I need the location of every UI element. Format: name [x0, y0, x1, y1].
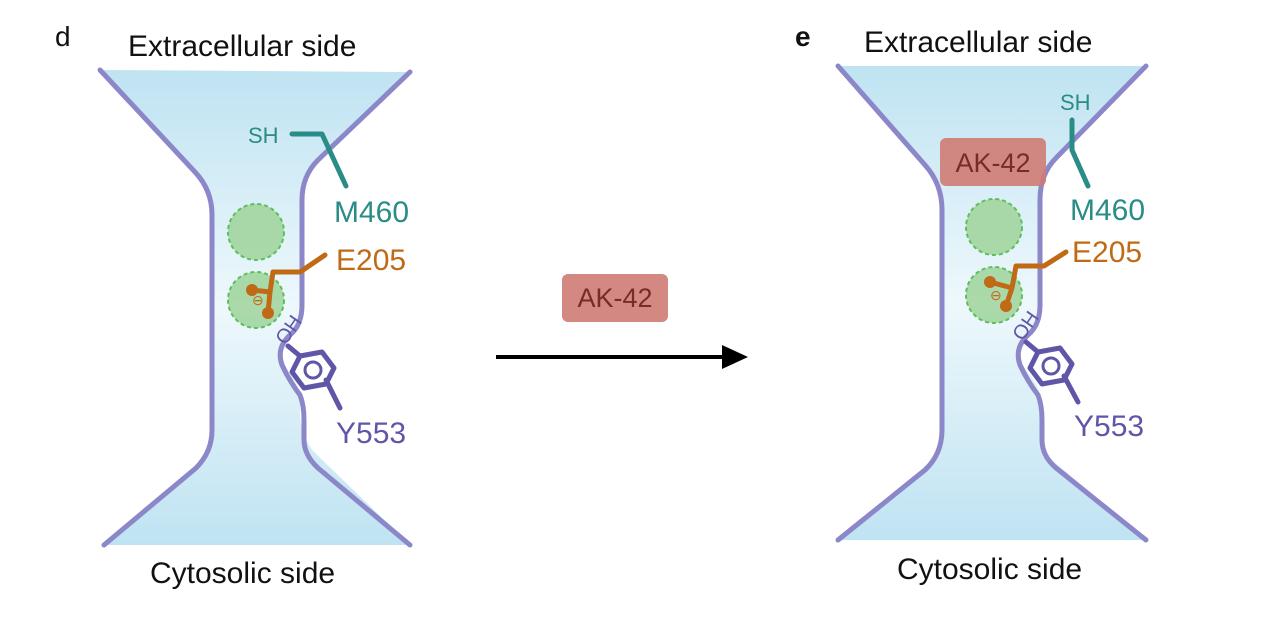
- panel-e-drug-label: AK-42: [955, 148, 1030, 178]
- panel-d-cytosolic-label: Cytosolic side: [150, 557, 335, 590]
- panel-d-letter: d: [55, 21, 71, 52]
- panel-e: e Extracellular side Cytosolic side AK-4…: [795, 21, 1149, 586]
- panel-d-binding-site-upper: [227, 203, 285, 261]
- transition-drug-label: AK-42: [577, 283, 652, 313]
- panel-e-m460-sidechain: [1069, 117, 1091, 189]
- panel-e-e205-label: E205: [1072, 236, 1142, 269]
- panel-d-y553-label: Y553: [336, 417, 406, 450]
- panel-e-phenol-ring-icon: [1027, 345, 1075, 387]
- panel-d-m460-sidechain: [289, 131, 349, 189]
- panel-d-ring-inner-icon: [303, 360, 323, 380]
- right-arrow-icon: [496, 345, 748, 369]
- panel-e-negative-charge-icon: ⊖: [990, 287, 1002, 303]
- panel-e-channel-wall-right: [1015, 63, 1149, 543]
- transition: AK-42: [496, 274, 748, 369]
- panel-d-phenol-ring-icon: [289, 349, 337, 391]
- panel-d-extracellular-label: Extracellular side: [128, 30, 356, 63]
- panel-e-e205-oxygen-1: [984, 276, 996, 288]
- panel-e-cytosolic-label: Cytosolic side: [897, 553, 1082, 586]
- panel-d-channel-wall-left: [97, 67, 215, 548]
- panel-e-extracellular-label: Extracellular side: [864, 26, 1092, 59]
- panel-d-sh-label: SH: [248, 123, 279, 148]
- panel-e-binding-site-upper: [965, 198, 1023, 256]
- panel-e-m460-label: M460: [1070, 194, 1145, 227]
- panel-d-e205-label: E205: [336, 244, 406, 277]
- panel-e-channel-wall-left: [835, 63, 945, 543]
- panel-e-e205-oxygen-2: [1000, 300, 1012, 312]
- panel-e-drug-box: [940, 138, 1046, 186]
- panel-d-channel-wall-right: [277, 69, 413, 548]
- panel-d-e205-oxygen-2: [262, 307, 274, 319]
- panel-d-negative-charge-icon: ⊖: [252, 292, 264, 308]
- panel-e-letter: e: [795, 21, 811, 52]
- panel-d-e205-oxygen-1: [246, 284, 258, 296]
- panel-e-sh-label: SH: [1060, 90, 1091, 115]
- transition-drug-box: [562, 274, 668, 322]
- panel-e-ring-inner-icon: [1041, 356, 1061, 376]
- panel-e-y553-label: Y553: [1074, 410, 1144, 443]
- panel-d-m460-label: M460: [334, 196, 409, 229]
- panel-d: d Extracellular side Cytosolic side SH M…: [55, 21, 413, 590]
